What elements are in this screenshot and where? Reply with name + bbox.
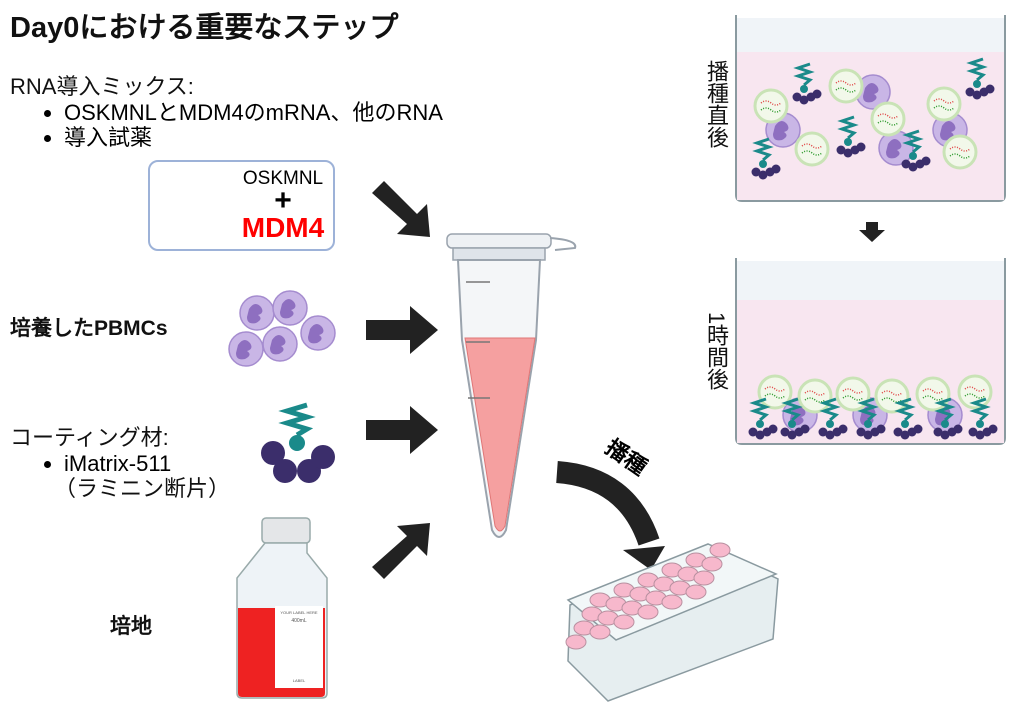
well <box>637 604 659 620</box>
oskmnl-label: OSKMNL <box>242 168 324 189</box>
seeding-curved-arrow-icon <box>555 461 660 546</box>
well <box>565 634 587 650</box>
dish-immediately-after-seeding-icon <box>735 15 1006 202</box>
arrow-down-icon <box>859 222 885 242</box>
medium-label: 培地 <box>110 615 152 638</box>
well <box>613 614 635 630</box>
coating-note: （ラミニン断片） <box>54 476 231 501</box>
list-item: iMatrix-511 <box>64 451 230 476</box>
page-title: Day0における重要なステップ <box>10 12 399 44</box>
rna-mix-box-text: OSKMNL + MDM4 <box>238 168 328 244</box>
coating-heading: コーティング材: <box>10 425 169 450</box>
arrows <box>366 181 885 579</box>
dish-top-label: 播種直後 <box>704 60 729 148</box>
arrow-rna-icon <box>372 181 430 237</box>
laminin-icon <box>261 402 335 483</box>
coating-text: コーティング材: iMatrix-511 （ラミニン断片） <box>10 425 230 502</box>
plus-sign: + <box>274 184 292 217</box>
list-item: 導入試薬 <box>64 125 443 150</box>
well <box>709 542 731 558</box>
rna-mix-heading: RNA導入ミックス: <box>10 74 194 99</box>
bottle-label: YOUR LABEL HERE 400mL LABEL <box>275 610 323 683</box>
bottle-volume: 400mL <box>291 618 307 624</box>
coating-list: iMatrix-511 <box>10 451 230 476</box>
well <box>701 556 723 572</box>
dish-bottom-label: 1時間後 <box>704 312 729 391</box>
medium-bottle-icon <box>236 517 328 699</box>
list-item: OSKMNLとMDM4のmRNA、他のRNA <box>64 100 443 125</box>
dish-one-hour-later-icon <box>735 258 1006 445</box>
well <box>589 624 611 640</box>
pbmc-label: 培養したPBMCs <box>10 317 168 340</box>
microcentrifuge-tube-icon <box>446 233 577 538</box>
arrow-medium-icon <box>372 523 430 579</box>
well <box>685 584 707 600</box>
arrow-pbmc-icon <box>366 306 438 354</box>
arrow-coating-icon <box>366 406 438 454</box>
rna-mix-box <box>148 160 335 251</box>
mdm4-label: MDM4 <box>241 212 325 243</box>
rna-mix-text: RNA導入ミックス: OSKMNLとMDM4のmRNA、他のRNA 導入試薬 <box>10 74 443 150</box>
pbmc-cells-icon <box>228 290 336 367</box>
well <box>661 594 683 610</box>
bottle-label-bottom: LABEL <box>292 678 306 683</box>
rna-mix-list: OSKMNLとMDM4のmRNA、他のRNA 導入試薬 <box>10 100 443 150</box>
well-plate-icon <box>565 542 779 702</box>
well <box>693 570 715 586</box>
bottle-label-top: YOUR LABEL HERE <box>280 610 318 615</box>
